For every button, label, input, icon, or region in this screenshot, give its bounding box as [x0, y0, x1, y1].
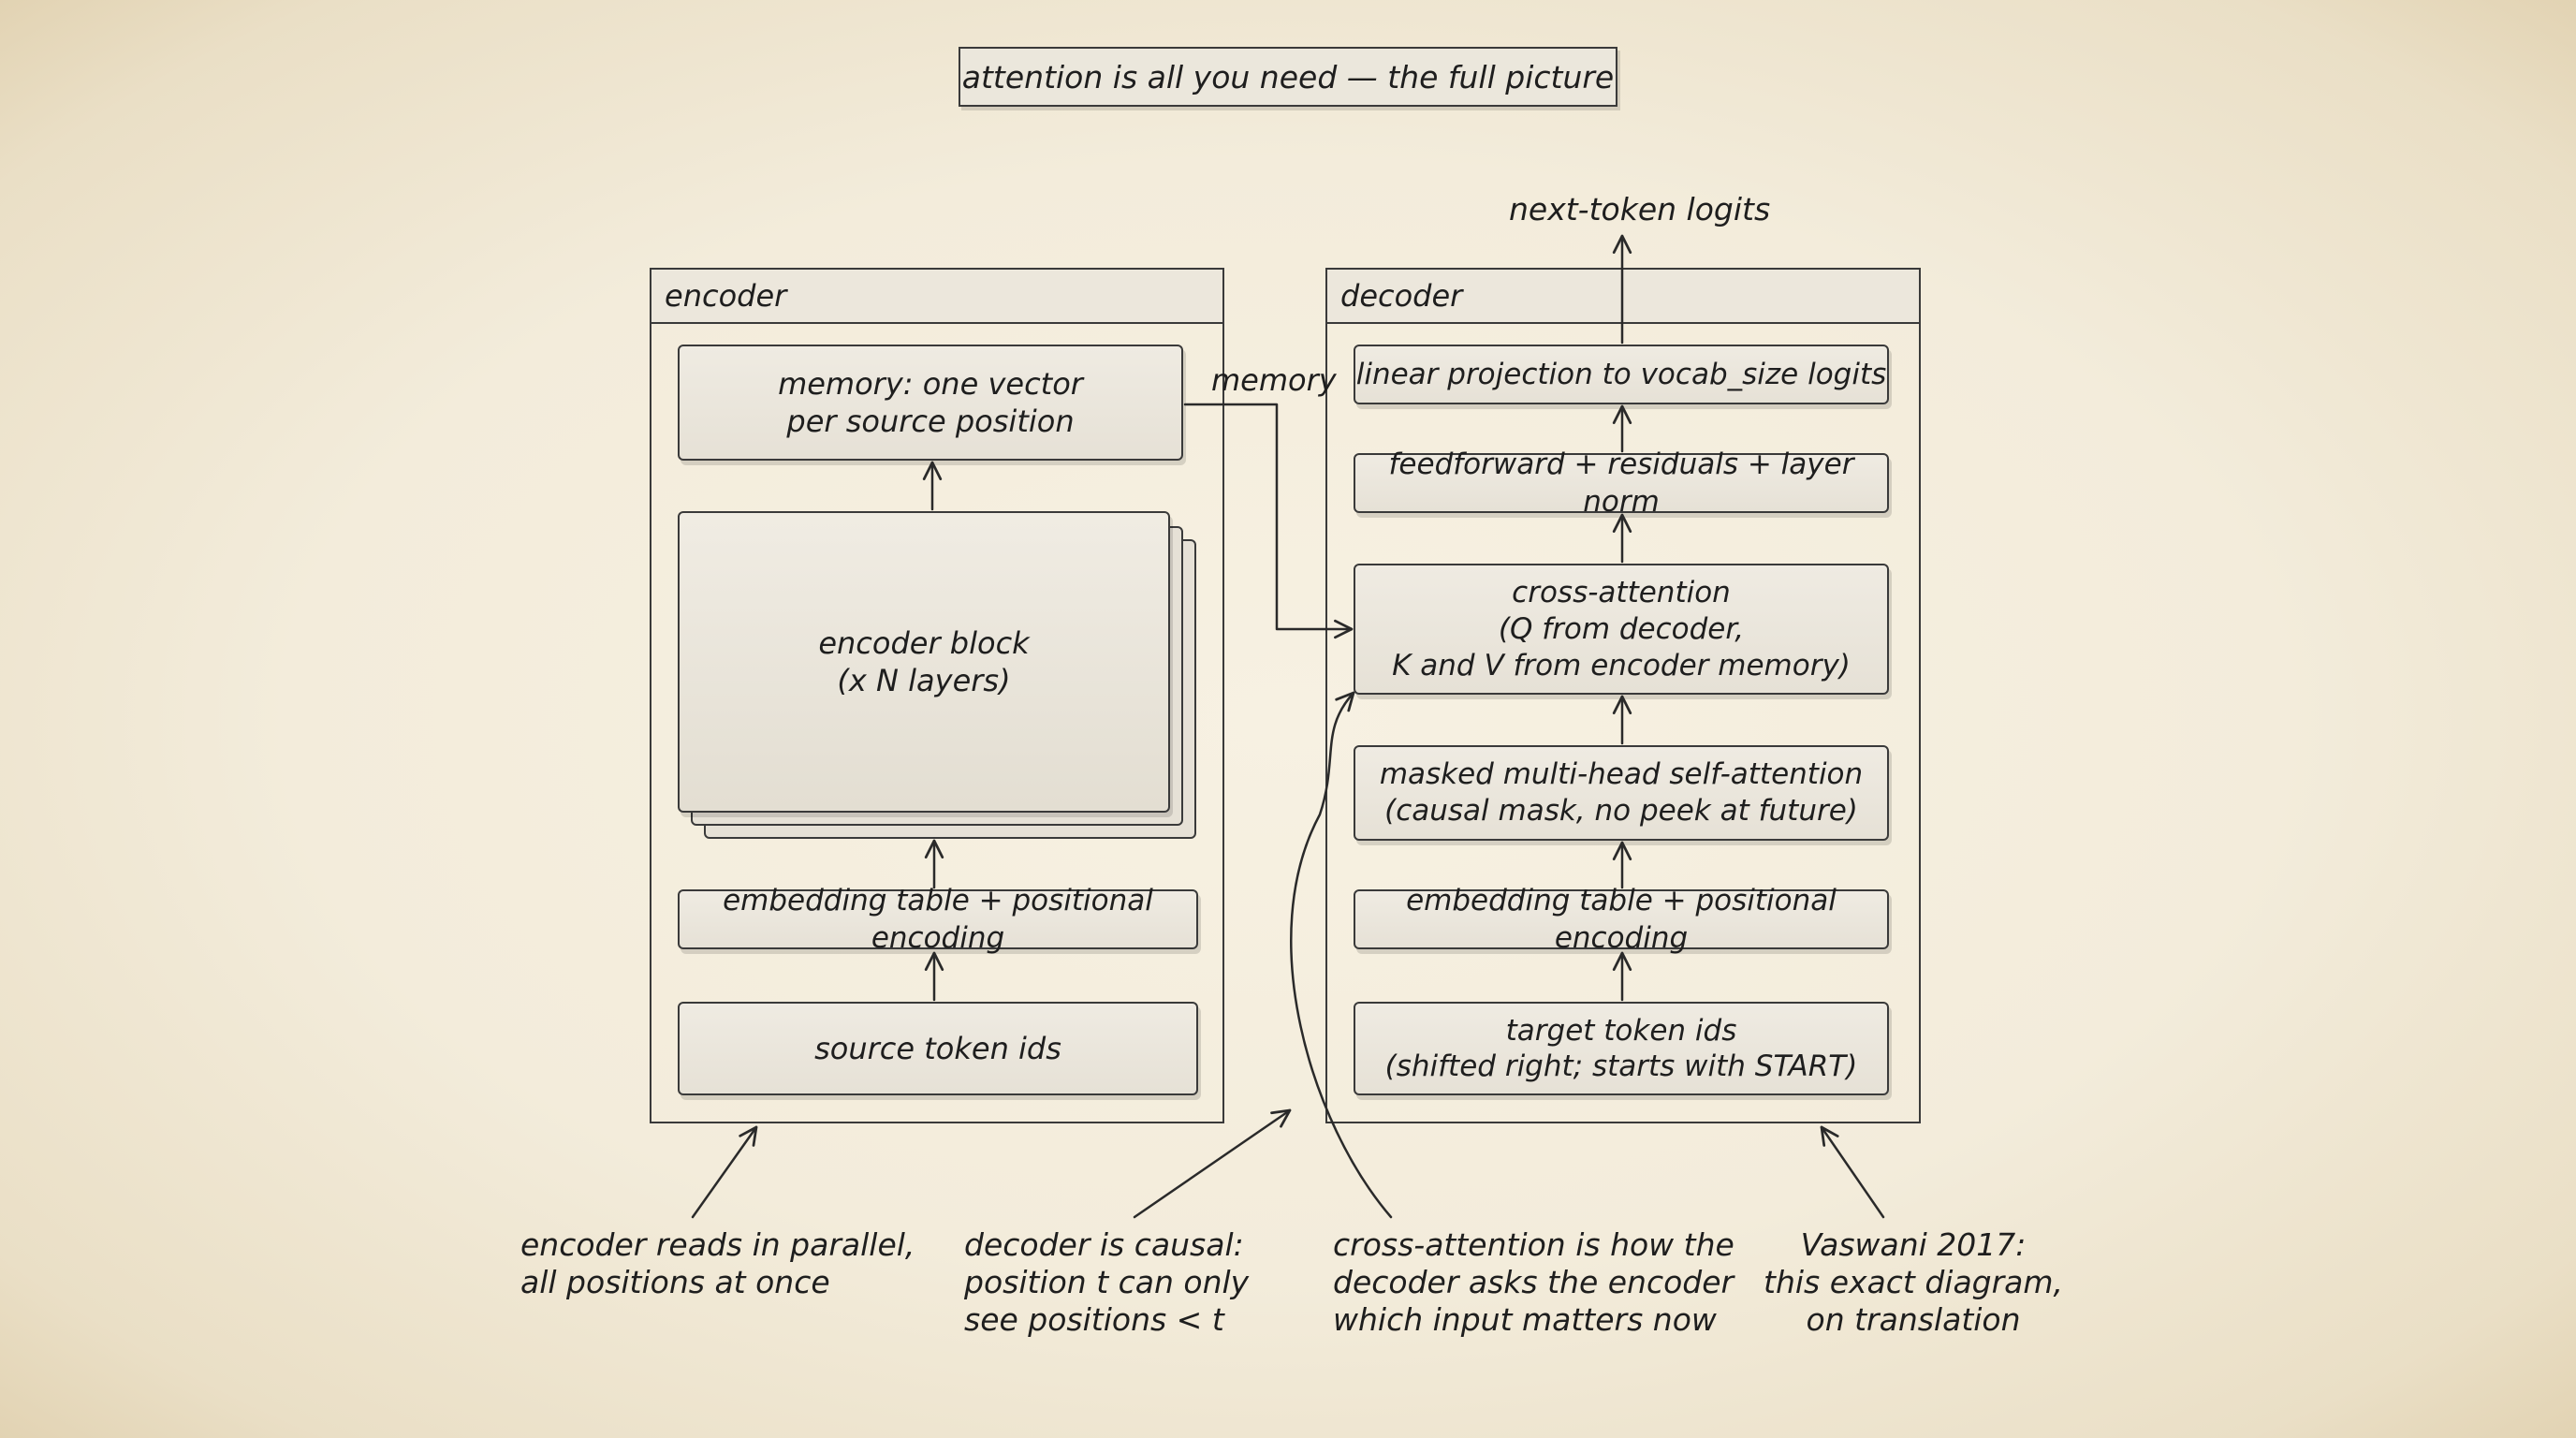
encoder-embedding-box: embedding table + positional encoding	[678, 884, 1198, 955]
feedforward-box: feedforward + residuals + layer norm	[1354, 448, 1889, 519]
encoder-header: encoder	[651, 270, 1222, 324]
decoder-embedding-label: embedding table + positional encoding	[1406, 884, 1837, 955]
encoder-parallel-line-2: all positions at once	[520, 1264, 830, 1300]
target-token-ids-line-2: (shifted right; starts with START)	[1384, 1049, 1858, 1083]
vaswani-line-3: on translation	[1806, 1301, 2021, 1338]
memory-arrow-label: memory	[1211, 362, 1337, 398]
memory-line-2: per source position	[786, 404, 1075, 439]
decoder-causal-note: decoder is causal: position t can only s…	[964, 1226, 1249, 1339]
encoder-block-box: encoder block (x N layers)	[678, 511, 1170, 813]
encoder-memory-box: memory: one vector per source position	[678, 345, 1183, 461]
arrow-memory-to-cross-attention	[1183, 403, 1354, 639]
linear-projection-box: linear projection to vocab_size logits	[1354, 345, 1889, 404]
cross-attention-note-line-1: cross-attention is how the	[1333, 1226, 1734, 1263]
encoder-embedding-label: embedding table + positional encoding	[723, 884, 1153, 955]
cross-attention-line-1: cross-attention	[1512, 575, 1731, 609]
decoder-causal-line-3: see positions < t	[964, 1301, 1224, 1338]
arrow-note-vaswani	[1820, 1125, 1885, 1219]
masked-self-attention-box: masked multi-head self-attention (causal…	[1354, 745, 1889, 841]
cross-attention-note: cross-attention is how the decoder asks …	[1333, 1226, 1734, 1339]
cross-attention-note-line-2: decoder asks the encoder	[1333, 1264, 1734, 1300]
decoder-causal-line-2: position t can only	[964, 1264, 1250, 1300]
source-token-ids-box: source token ids	[678, 1002, 1198, 1095]
vaswani-note: Vaswani 2017: this exact diagram, on tra…	[1764, 1226, 2063, 1339]
linear-projection-label: linear projection to vocab_size logits	[1355, 358, 1887, 391]
arrow-note-cross-attention	[1290, 691, 1393, 1219]
arrow-note-encoder	[691, 1125, 758, 1219]
vaswani-line-1: Vaswani 2017:	[1800, 1226, 2027, 1263]
diagram-title: attention is all you need — the full pic…	[959, 47, 1617, 107]
cross-attention-note-line-3: which input matters now	[1333, 1301, 1717, 1338]
encoder-block-line-2: (x N layers)	[837, 663, 1011, 698]
masked-attention-line-2: (causal mask, no peek at future)	[1384, 794, 1858, 828]
encoder-parallel-note: encoder reads in parallel, all positions…	[520, 1226, 915, 1301]
target-token-ids-line-1: target token ids	[1505, 1014, 1737, 1048]
encoder-frame: encoder	[650, 268, 1224, 1123]
cross-attention-line-2: (Q from decoder,	[1498, 611, 1745, 646]
encoder-parallel-line-1: encoder reads in parallel,	[520, 1226, 915, 1263]
masked-attention-line-1: masked multi-head self-attention	[1379, 757, 1864, 791]
cross-attention-box: cross-attention (Q from decoder, K and V…	[1354, 564, 1889, 695]
feedforward-label: feedforward + residuals + layer norm	[1388, 448, 1854, 519]
cross-attention-line-3: K and V from encoder memory)	[1392, 648, 1851, 682]
target-token-ids-box: target token ids (shifted right; starts …	[1354, 1002, 1889, 1095]
memory-line-1: memory: one vector	[778, 366, 1083, 402]
vaswani-line-2: this exact diagram,	[1764, 1264, 2064, 1300]
next-token-logits-label: next-token logits	[1509, 191, 1771, 227]
arrow-note-decoder-causal	[1133, 1108, 1292, 1219]
source-token-ids-label: source token ids	[814, 1031, 1061, 1066]
encoder-block-line-1: encoder block	[818, 625, 1030, 661]
decoder-embedding-box: embedding table + positional encoding	[1354, 884, 1889, 955]
decoder-causal-line-1: decoder is causal:	[964, 1226, 1244, 1263]
